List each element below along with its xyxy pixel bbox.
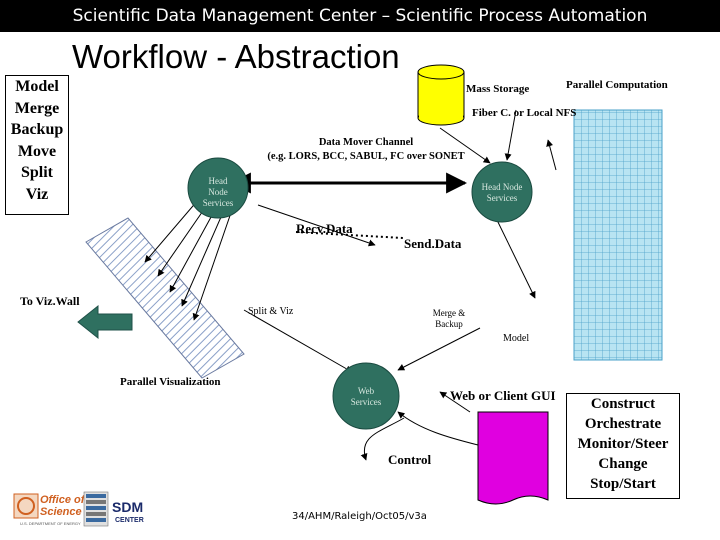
stage-item-viz: Viz: [25, 185, 49, 203]
data-mover-channel-line2: (e.g. LORS, BCC, SABUL, FC over SONET: [267, 151, 465, 162]
head-node-right-line2: Services: [486, 193, 518, 203]
command-monitor-steer: Monitor/Steer: [577, 436, 669, 452]
mass-storage-cylinder: [417, 64, 465, 126]
header-title: Scientific Data Management Center – Scie…: [72, 6, 648, 26]
web-client-gui-shape: [477, 411, 549, 505]
head-node-right-line1: Head Node: [481, 182, 523, 192]
stage-item-move: Move: [17, 142, 57, 160]
command-change: Change: [598, 456, 648, 472]
send-data-label: Send.Data: [404, 236, 462, 251]
merge-backup-label: Merge & Backup: [428, 308, 470, 330]
split-viz-label: Split & Viz: [248, 306, 294, 317]
parallel-computation-label: Parallel Computation: [566, 79, 668, 91]
stage-item-split: Split: [20, 164, 53, 181]
to-viz-wall-label: To Viz.Wall: [20, 294, 80, 308]
head-node-left-line2: Node: [208, 187, 228, 197]
web-services-label: Web Services: [338, 386, 394, 408]
svg-text:U.S. DEPARTMENT OF ENERGY: U.S. DEPARTMENT OF ENERGY: [20, 521, 81, 526]
stage-item-model: Model: [15, 78, 59, 95]
svg-text:Office of: Office of: [40, 494, 86, 506]
sdm-center-logo: SDM CENTER: [83, 491, 144, 527]
merge-backup-line1: Merge &: [432, 308, 466, 318]
model-label: Model: [503, 333, 530, 344]
svg-text:CENTER: CENTER: [115, 517, 144, 524]
header-bar: Scientific Data Management Center – Scie…: [0, 0, 720, 32]
parallel-visualization-label: Parallel Visualization: [120, 376, 221, 388]
command-orchestrate: Orchestrate: [584, 416, 662, 432]
mass-storage-label: Mass Storage: [466, 83, 530, 95]
web-client-gui-label: Web or Client GUI: [450, 388, 556, 403]
connector-lines: [144, 109, 557, 461]
web-services-line1: Web: [357, 386, 375, 396]
web-services-node: [332, 362, 400, 430]
parallel-visualization-bar: [85, 217, 245, 379]
data-mover-channel-label: Data Mover Channel (e.g. LORS, BCC, SABU…: [248, 136, 484, 164]
head-node-left-label: Head Node Services: [196, 176, 240, 209]
command-list-box: Construct Orchestrate Monitor/Steer Chan…: [566, 393, 680, 499]
web-services-line2: Services: [350, 397, 382, 407]
stage-item-merge: Merge: [14, 99, 60, 117]
stage-item-backup: Backup: [10, 121, 64, 138]
svg-text:SDM: SDM: [112, 499, 143, 515]
command-stop-start: Stop/Start: [590, 476, 656, 492]
head-node-left: [187, 157, 249, 219]
recv-data-label: Recv.Data: [296, 221, 353, 236]
head-node-right: [471, 161, 533, 223]
svg-text:Science: Science: [40, 506, 82, 518]
head-node-left-line1: Head: [208, 176, 228, 186]
control-label: Control: [388, 452, 432, 467]
fiber-label: Fiber C. or Local NFS: [472, 107, 577, 119]
slide-title: Workflow - Abstraction: [72, 38, 400, 75]
merge-backup-line2: Backup: [435, 319, 463, 329]
head-node-right-label: Head Node Services: [472, 182, 532, 204]
data-mover-channel-line1: Data Mover Channel: [318, 137, 414, 148]
stage-list-box: Model Merge Backup Move Split Viz: [5, 75, 69, 215]
slide-reference: 34/AHM/Raleigh/Oct05/v3a: [292, 511, 427, 522]
head-node-left-line3: Services: [202, 198, 234, 208]
viz-wall-arrow-icon: [77, 304, 133, 340]
parallel-computation-grid: [573, 109, 663, 361]
command-construct: Construct: [590, 396, 656, 412]
office-of-science-logo: Office of Science U.S. DEPARTMENT OF ENE…: [13, 493, 86, 526]
